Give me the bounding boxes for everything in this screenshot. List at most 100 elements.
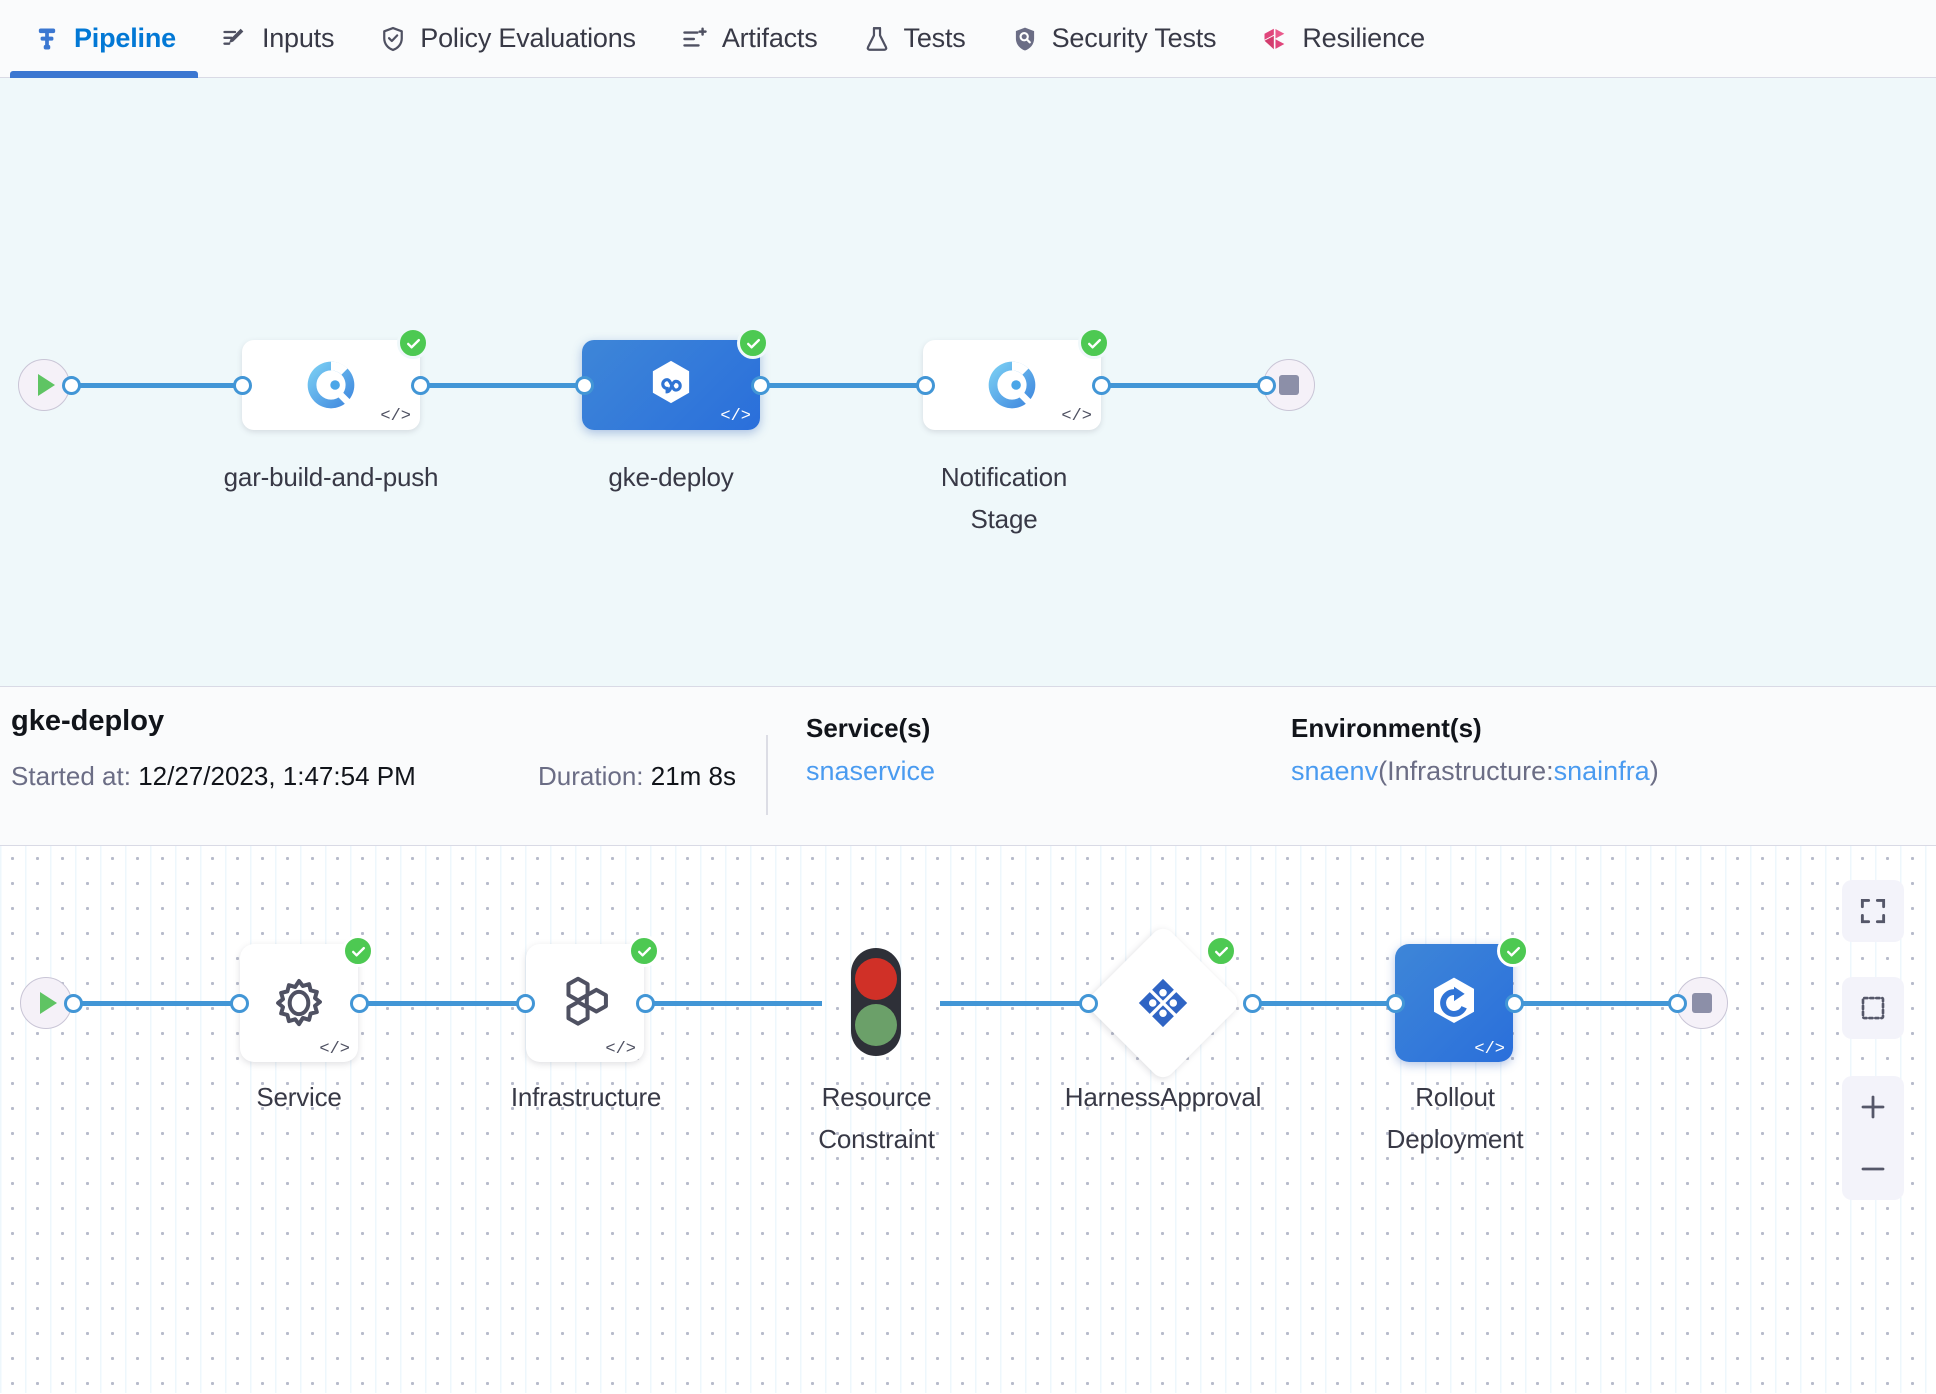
gcp-build-icon bbox=[303, 357, 359, 413]
tab-label: Resilience bbox=[1302, 23, 1425, 54]
tab-pipeline[interactable]: Pipeline bbox=[10, 0, 198, 78]
play-icon bbox=[40, 992, 57, 1014]
tab-label: Pipeline bbox=[74, 23, 176, 54]
environments-header: Environment(s) bbox=[1291, 713, 1659, 744]
artifacts-list-icon bbox=[680, 24, 710, 54]
stage-node-gar-build-and-push[interactable]: </> bbox=[242, 340, 420, 430]
port bbox=[1092, 376, 1111, 395]
port bbox=[1079, 994, 1098, 1013]
execution-label-infrastructure: Infrastructure bbox=[470, 1076, 702, 1118]
minus-icon bbox=[1857, 1153, 1889, 1185]
execution-label-rollout-deployment: Rollout Deployment bbox=[1375, 1076, 1535, 1160]
environment-link-snaenv[interactable]: snaenv bbox=[1291, 756, 1378, 786]
port bbox=[1386, 994, 1405, 1013]
stop-icon bbox=[1279, 375, 1299, 395]
status-badge-success bbox=[628, 935, 660, 967]
port bbox=[1257, 376, 1276, 395]
edge bbox=[420, 383, 584, 388]
code-icon[interactable]: </> bbox=[1474, 1040, 1505, 1059]
port bbox=[516, 994, 535, 1013]
resilience-icon bbox=[1260, 24, 1290, 54]
port bbox=[1505, 994, 1524, 1013]
status-badge-success bbox=[342, 935, 374, 967]
status-badge-success bbox=[1497, 935, 1529, 967]
code-icon[interactable]: </> bbox=[319, 1040, 350, 1059]
execution-node-service[interactable]: </> bbox=[240, 944, 358, 1062]
tab-policy-evaluations[interactable]: Policy Evaluations bbox=[356, 0, 658, 78]
tab-artifacts[interactable]: Artifacts bbox=[658, 0, 840, 78]
execution-graph-canvas[interactable]: </> </> bbox=[0, 846, 1936, 1393]
execution-node-infrastructure[interactable]: </> bbox=[526, 944, 644, 1062]
environments-column: Environment(s) snaenv(Infrastructure:sna… bbox=[1291, 713, 1659, 787]
traffic-light-icon bbox=[845, 946, 907, 1058]
stage-details-title: gke-deploy bbox=[11, 705, 164, 738]
started-at-row: Started at: 12/27/2023, 1:47:54 PM bbox=[11, 761, 416, 792]
status-badge-success bbox=[397, 327, 429, 359]
tab-label: Tests bbox=[904, 23, 966, 54]
port bbox=[350, 994, 369, 1013]
hexagons-icon bbox=[554, 972, 616, 1034]
port bbox=[62, 376, 81, 395]
tab-label: Inputs bbox=[262, 23, 334, 54]
fit-screen-icon bbox=[1858, 896, 1888, 926]
code-icon[interactable]: </> bbox=[720, 407, 751, 426]
duration-label: Duration: bbox=[538, 761, 644, 791]
edge bbox=[1252, 1001, 1392, 1006]
stage-node-notification-stage[interactable]: </> bbox=[923, 340, 1101, 430]
inputs-pencil-icon bbox=[220, 24, 250, 54]
infrastructure-link-snainfra[interactable]: snainfra bbox=[1554, 756, 1650, 786]
tab-security-tests[interactable]: Security Tests bbox=[988, 0, 1239, 78]
code-icon[interactable]: </> bbox=[1061, 407, 1092, 426]
fit-to-screen-button[interactable] bbox=[1842, 880, 1904, 942]
execution-node-resource-constraint[interactable] bbox=[845, 946, 907, 1058]
started-at-label: Started at: bbox=[11, 761, 131, 791]
tab-label: Artifacts bbox=[722, 23, 818, 54]
edge bbox=[645, 1001, 822, 1006]
edge bbox=[73, 1001, 238, 1006]
tab-label: Security Tests bbox=[1052, 23, 1217, 54]
environment-infra-suffix: ) bbox=[1650, 756, 1659, 786]
gear-icon bbox=[268, 972, 330, 1034]
zoom-buttons-group bbox=[1842, 1076, 1904, 1200]
shield-check-icon bbox=[378, 24, 408, 54]
started-at-value: 12/27/2023, 1:47:54 PM bbox=[138, 761, 416, 791]
pipeline-graph-canvas[interactable]: </> </> bbox=[0, 78, 1936, 686]
edge bbox=[359, 1001, 524, 1006]
tab-bar: Pipeline Inputs Policy Evaluations Artif… bbox=[0, 0, 1936, 78]
edge bbox=[1101, 383, 1266, 388]
port bbox=[411, 376, 430, 395]
zoom-out-button[interactable] bbox=[1842, 1138, 1904, 1200]
services-header: Service(s) bbox=[806, 713, 935, 744]
port bbox=[64, 994, 83, 1013]
execution-node-rollout-deployment[interactable]: </> bbox=[1395, 944, 1513, 1062]
tab-tests[interactable]: Tests bbox=[840, 0, 988, 78]
select-area-button[interactable] bbox=[1842, 977, 1904, 1039]
tab-inputs[interactable]: Inputs bbox=[198, 0, 356, 78]
tab-resilience[interactable]: Resilience bbox=[1238, 0, 1447, 78]
stage-details-panel: gke-deploy Started at: 12/27/2023, 1:47:… bbox=[0, 686, 1936, 846]
edge bbox=[940, 1001, 1085, 1006]
status-badge-success bbox=[737, 327, 769, 359]
code-icon[interactable]: </> bbox=[380, 407, 411, 426]
select-area-icon bbox=[1858, 993, 1888, 1023]
stage-label-gke-deploy: gke-deploy bbox=[555, 456, 787, 498]
edge bbox=[1514, 1001, 1674, 1006]
harness-cd-icon bbox=[642, 356, 700, 414]
execution-label-service: Service bbox=[213, 1076, 385, 1118]
zoom-in-button[interactable] bbox=[1842, 1076, 1904, 1138]
code-icon[interactable]: </> bbox=[605, 1040, 636, 1059]
gcp-build-icon bbox=[984, 357, 1040, 413]
shield-search-icon bbox=[1010, 24, 1040, 54]
port bbox=[230, 994, 249, 1013]
execution-label-harness-approval: HarnessApproval bbox=[1063, 1076, 1263, 1118]
duration-row: Duration: 21m 8s bbox=[538, 761, 736, 792]
pipeline-icon bbox=[32, 24, 62, 54]
edge bbox=[71, 383, 242, 388]
port bbox=[575, 376, 594, 395]
stage-node-gke-deploy[interactable]: </> bbox=[582, 340, 760, 430]
plus-icon bbox=[1857, 1091, 1889, 1123]
vertical-divider bbox=[766, 735, 768, 815]
port bbox=[636, 994, 655, 1013]
port bbox=[916, 376, 935, 395]
service-link-snaservice[interactable]: snaservice bbox=[806, 756, 935, 786]
